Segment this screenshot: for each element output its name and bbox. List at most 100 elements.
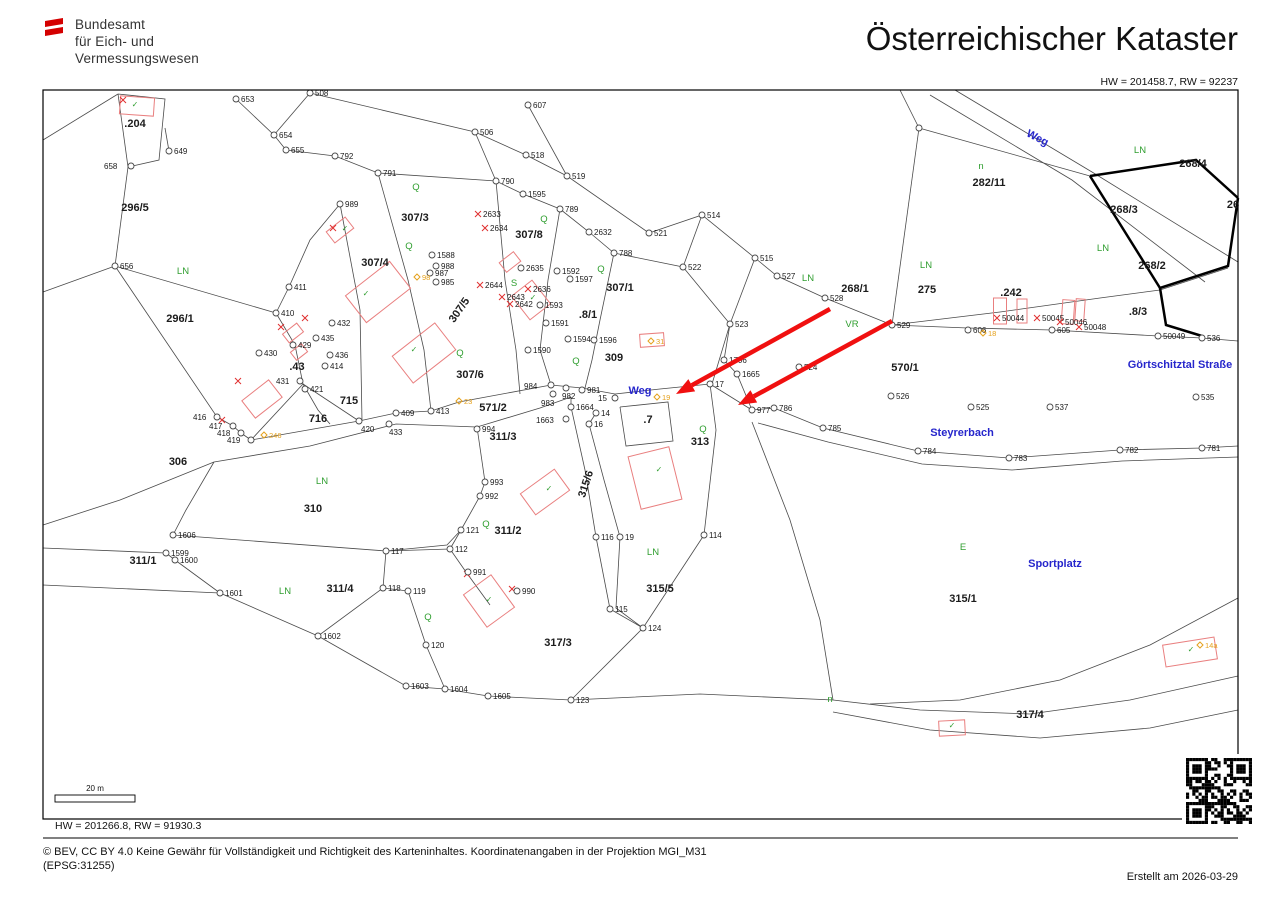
parcel-boundary-line (114, 166, 129, 267)
qr-code-module (1186, 773, 1190, 777)
boundary-point-icon (517, 264, 525, 272)
survey-cross-icon (1056, 318, 1064, 326)
boundary-point-label: 436 (335, 351, 349, 360)
parcel-boundary-line (42, 265, 116, 293)
boundary-point-icon (610, 249, 618, 257)
boundary-point-label: 989 (345, 200, 359, 209)
boundary-point-icon (590, 336, 598, 344)
parcel-boundary-line (570, 627, 644, 701)
boundary-point-label: 432 (337, 319, 351, 328)
qr-code-module (1214, 767, 1218, 771)
qr-code-module (1236, 758, 1240, 762)
qr-code-module (1226, 802, 1230, 806)
parcel-number-label: 268/2 (1138, 260, 1166, 272)
boundary-point-icon (585, 420, 593, 428)
boundary-point-label: 514 (707, 211, 721, 220)
boundary-point-icon (567, 403, 575, 411)
boundary-point-icon (301, 385, 309, 393)
boundary-point-icon (404, 587, 412, 595)
boundary-point-icon (616, 533, 624, 541)
survey-cross-icon (474, 210, 482, 218)
parcel-boundary-line (495, 180, 521, 395)
qr-code-module (1248, 783, 1252, 787)
boundary-point-icon (536, 301, 544, 309)
qr-code-module (1208, 802, 1212, 806)
qr-code-module (1195, 776, 1199, 780)
qr-code-module (1245, 805, 1249, 809)
qr-code-module (1223, 795, 1227, 799)
parcel-boundary-line (42, 584, 221, 594)
boundary-point-label: 124 (648, 624, 662, 633)
qr-code-module (1198, 808, 1202, 812)
qr-code-module (1204, 798, 1208, 802)
landuse-label: S (511, 278, 517, 289)
parcel-boundary-line (729, 257, 756, 325)
landuse-label: E (960, 542, 966, 553)
qr-code-module (1198, 811, 1202, 815)
boundary-point-icon (382, 547, 390, 555)
boundary-point-label: 521 (654, 229, 668, 238)
qr-code-module (1233, 805, 1237, 809)
boundary-point-label: 607 (533, 101, 547, 110)
boundary-point-icon (748, 406, 756, 414)
boundary-point-icon (751, 254, 759, 262)
boundary-point-label: 416 (193, 413, 207, 422)
qr-code-module (1204, 773, 1208, 777)
qr-code-module (1226, 764, 1230, 768)
qr-code-module (1201, 802, 1205, 806)
boundary-point-label: 791 (383, 169, 397, 178)
landuse-label: LN (1134, 145, 1146, 156)
parcel-boundary-line (682, 214, 703, 268)
boundary-point-label: 418 (217, 429, 231, 438)
boundary-point-icon (770, 404, 778, 412)
landuse-label: Q (597, 264, 604, 275)
boundary-point-label: 984 (524, 382, 538, 391)
boundary-point-icon (481, 478, 489, 486)
boundary-point-label: 529 (897, 321, 911, 330)
building-outline (627, 446, 683, 510)
orange-marker-label: 19 (662, 393, 670, 402)
boundary-point-label: 421 (310, 385, 324, 394)
qr-code-module (1186, 767, 1190, 771)
qr-code-module (1195, 808, 1199, 812)
boundary-point-icon (698, 211, 706, 219)
qr-code-module (1248, 792, 1252, 796)
boundary-point-icon (720, 356, 728, 364)
agency-name: Bundesamt für Eich- und Vermessungswesen (75, 16, 199, 67)
parcel-boundary-line (339, 203, 363, 422)
qr-code-module (1195, 814, 1199, 818)
parcel-boundary-line (832, 675, 1239, 715)
orange-marker-icon (653, 393, 661, 401)
qr-code-module (1211, 811, 1215, 815)
parcel-number-label: 317/4 (1016, 709, 1044, 721)
parcel-number-label: 313 (691, 436, 709, 448)
qr-code-module (1208, 789, 1212, 793)
landuse-label: Q (412, 182, 419, 193)
qr-code-module (1198, 814, 1202, 818)
orange-marker-label: 31 (656, 337, 664, 346)
qr-code-module (1204, 786, 1208, 790)
boundary-point-label: 419 (227, 436, 241, 445)
boundary-point-icon (216, 589, 224, 597)
boundary-point-icon (915, 124, 923, 132)
qr-code-module (1211, 805, 1215, 809)
qr-code-module (1239, 811, 1243, 815)
qr-code-module (1208, 780, 1212, 784)
boundary-point-label: 535 (1201, 393, 1215, 402)
qr-code-module (1211, 786, 1215, 790)
parcel-number-label: 311/2 (495, 525, 522, 537)
qr-code-module (1233, 758, 1237, 762)
boundary-point-icon (819, 424, 827, 432)
boundary-point-label: 536 (1207, 334, 1221, 343)
survey-cross-icon (481, 224, 489, 232)
boundary-point-label: 789 (565, 205, 579, 214)
boundary-point-label: 410 (281, 309, 295, 318)
qr-code-module (1230, 758, 1234, 762)
qr-code-module (1186, 776, 1190, 780)
qr-code-module (1230, 770, 1234, 774)
qr-code-module (1192, 820, 1196, 824)
boundary-point-icon (355, 417, 363, 425)
orange-marker-icon (260, 431, 268, 439)
qr-code-module (1245, 776, 1249, 780)
qr-code-module (1186, 820, 1190, 824)
